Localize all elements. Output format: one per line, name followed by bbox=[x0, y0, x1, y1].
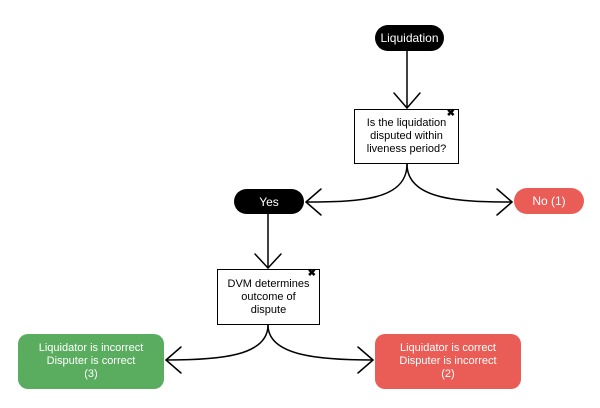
node-liquidation: Liquidation bbox=[375, 25, 444, 51]
outcome-disputer-correct-line-1: Liquidator is incorrect bbox=[38, 342, 144, 354]
connector-question-to-yes bbox=[305, 163, 408, 203]
node-yes: Yes bbox=[234, 189, 304, 214]
outcome-liquidator-correct-line-1: Liquidator is correct bbox=[400, 342, 496, 354]
arrowhead-liquidator-correct bbox=[357, 346, 374, 374]
node-no-label: No (1) bbox=[532, 194, 566, 208]
arrowhead-no bbox=[496, 188, 513, 216]
node-liquidation-label: Liquidation bbox=[380, 31, 439, 45]
outcome-disputer-correct-line-3: (3) bbox=[84, 368, 98, 380]
outcome-disputer-correct-line-2: Disputer is correct bbox=[46, 355, 136, 367]
arrowhead-disputer-correct bbox=[165, 346, 182, 374]
outcome-liquidator-correct-line-2: Disputer is incorrect bbox=[399, 355, 497, 367]
connector-dvm-to-liquidator-correct bbox=[267, 324, 374, 361]
arrowhead-yes bbox=[305, 188, 322, 216]
arrowhead-dvm bbox=[254, 253, 282, 269]
outcome-liquidator-correct-line-3: (2) bbox=[441, 368, 455, 380]
node-no: No (1) bbox=[514, 188, 584, 214]
node-yes-label: Yes bbox=[259, 194, 279, 209]
question-line-2: disputed within bbox=[370, 130, 443, 142]
outcome-disputer-correct: Liquidator is incorrect Disputer is corr… bbox=[18, 334, 164, 389]
node-liquidation-disputed-question: ✖ Is the liquidation disputed within liv… bbox=[354, 109, 459, 164]
node-dvm-determines-outcome: ✖ DVM determines outcome of dispute bbox=[217, 269, 320, 325]
dvm-line-1: DVM determines bbox=[227, 277, 310, 290]
question-line-3: liveness period? bbox=[366, 143, 447, 155]
arrowhead-question bbox=[393, 92, 421, 109]
dvm-line-3: dispute bbox=[250, 303, 287, 316]
outcome-liquidator-correct: Liquidator is correct Disputer is incorr… bbox=[375, 334, 521, 389]
connector-dvm-to-disputer-correct bbox=[165, 324, 269, 361]
close-icon: ✖ bbox=[307, 268, 316, 279]
connector-question-to-no bbox=[406, 163, 513, 203]
dvm-line-2: outcome of bbox=[241, 290, 296, 303]
question-line-1: Is the liquidation bbox=[366, 117, 447, 129]
close-icon: ✖ bbox=[446, 108, 455, 119]
